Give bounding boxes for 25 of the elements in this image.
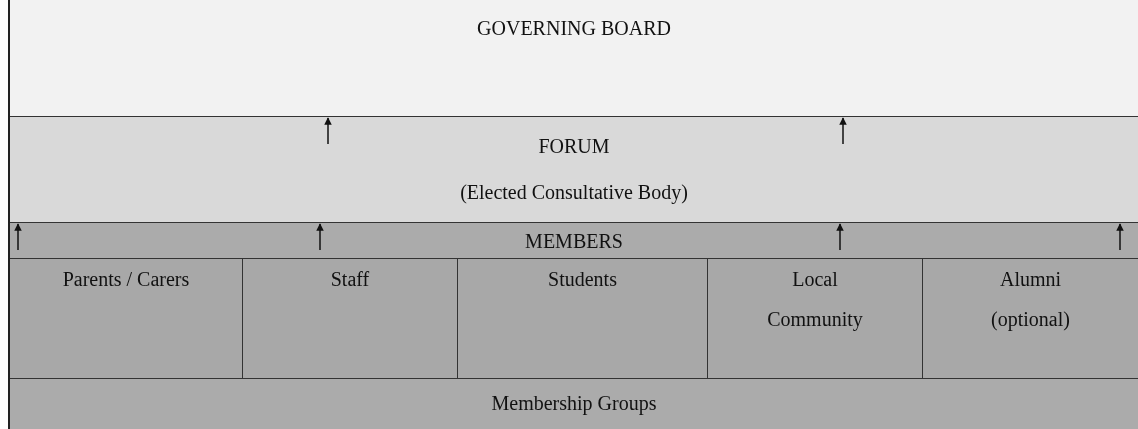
group-cell — [923, 258, 1138, 378]
arrow — [839, 117, 847, 145]
heading-text: FORUM — [538, 134, 610, 159]
heading-text: MEMBERS — [525, 229, 623, 254]
subtitle-text: (Elected Consultative Body) — [460, 180, 688, 206]
heading-text: Parents / Carers — [62, 267, 190, 292]
heading-text: Staff — [330, 267, 370, 292]
board-band — [10, 0, 1138, 116]
arrow — [14, 223, 22, 251]
heading-text: Students — [548, 267, 617, 292]
group-cell — [10, 258, 243, 378]
heading-text: Local Community — [766, 267, 864, 333]
arrow — [316, 223, 324, 251]
heading-text: GOVERNING BOARD — [477, 16, 671, 41]
members-band — [10, 222, 1138, 258]
group-cell — [458, 258, 708, 378]
heading-text: Alumni (optional) — [990, 267, 1071, 333]
forum-band — [10, 116, 1138, 222]
groups-band — [10, 378, 1138, 429]
arrow — [1116, 223, 1124, 251]
heading-text: Membership Groups — [491, 391, 657, 417]
arrow — [324, 117, 332, 145]
group-cell — [708, 258, 923, 378]
arrow — [836, 223, 844, 251]
group-cell — [243, 258, 458, 378]
